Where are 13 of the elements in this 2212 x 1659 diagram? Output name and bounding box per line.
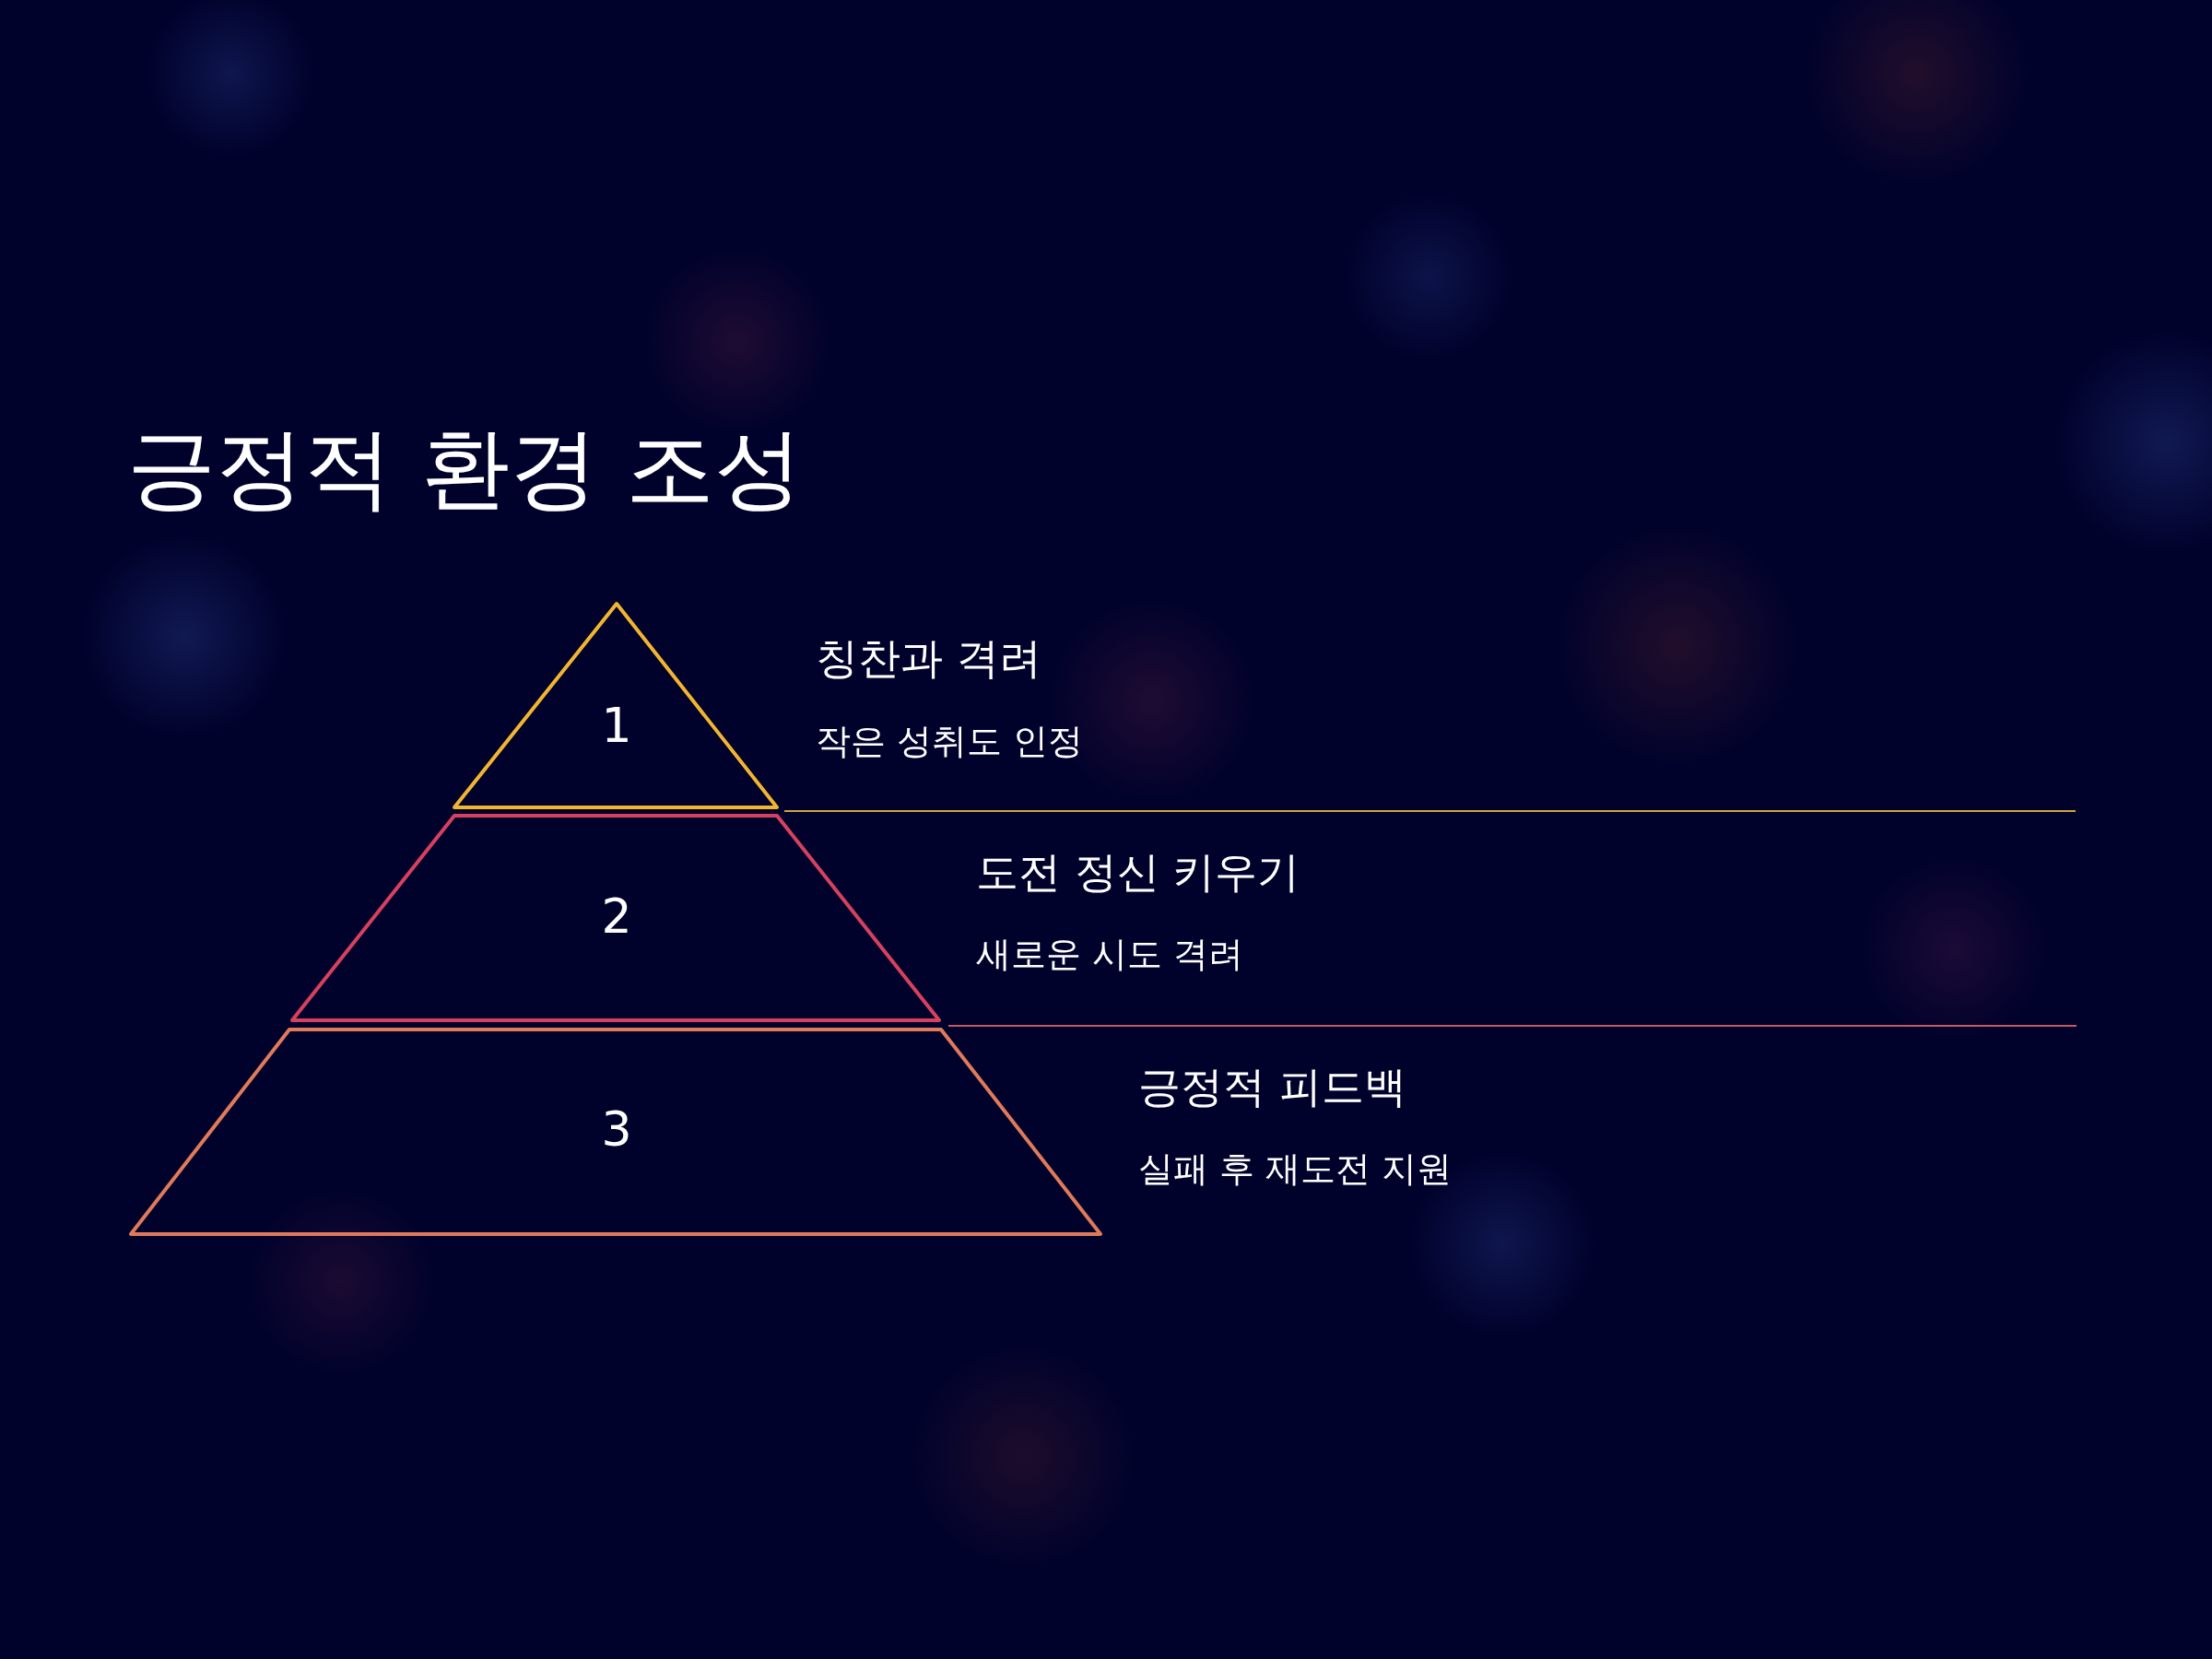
slide-title: 긍정적 환경 조성 <box>127 417 804 520</box>
tier-number: 3 <box>601 1102 632 1158</box>
tier-description: 작은 성취도 인정 <box>816 721 1084 763</box>
tier-number: 2 <box>601 889 632 945</box>
pyramid-tier <box>452 601 780 810</box>
tier-number: 1 <box>601 699 632 754</box>
pyramid-tier <box>289 813 942 1023</box>
tier-description: 실패 후 재도전 지원 <box>1138 1148 1453 1191</box>
pyramid-tier <box>128 1027 1103 1237</box>
tier-heading: 도전 정신 키우기 <box>976 847 1300 899</box>
tier-heading: 칭찬과 격려 <box>816 633 1041 685</box>
tier-heading: 긍정적 피드백 <box>1138 1062 1406 1113</box>
tier-description: 새로운 시도 격려 <box>976 934 1244 976</box>
